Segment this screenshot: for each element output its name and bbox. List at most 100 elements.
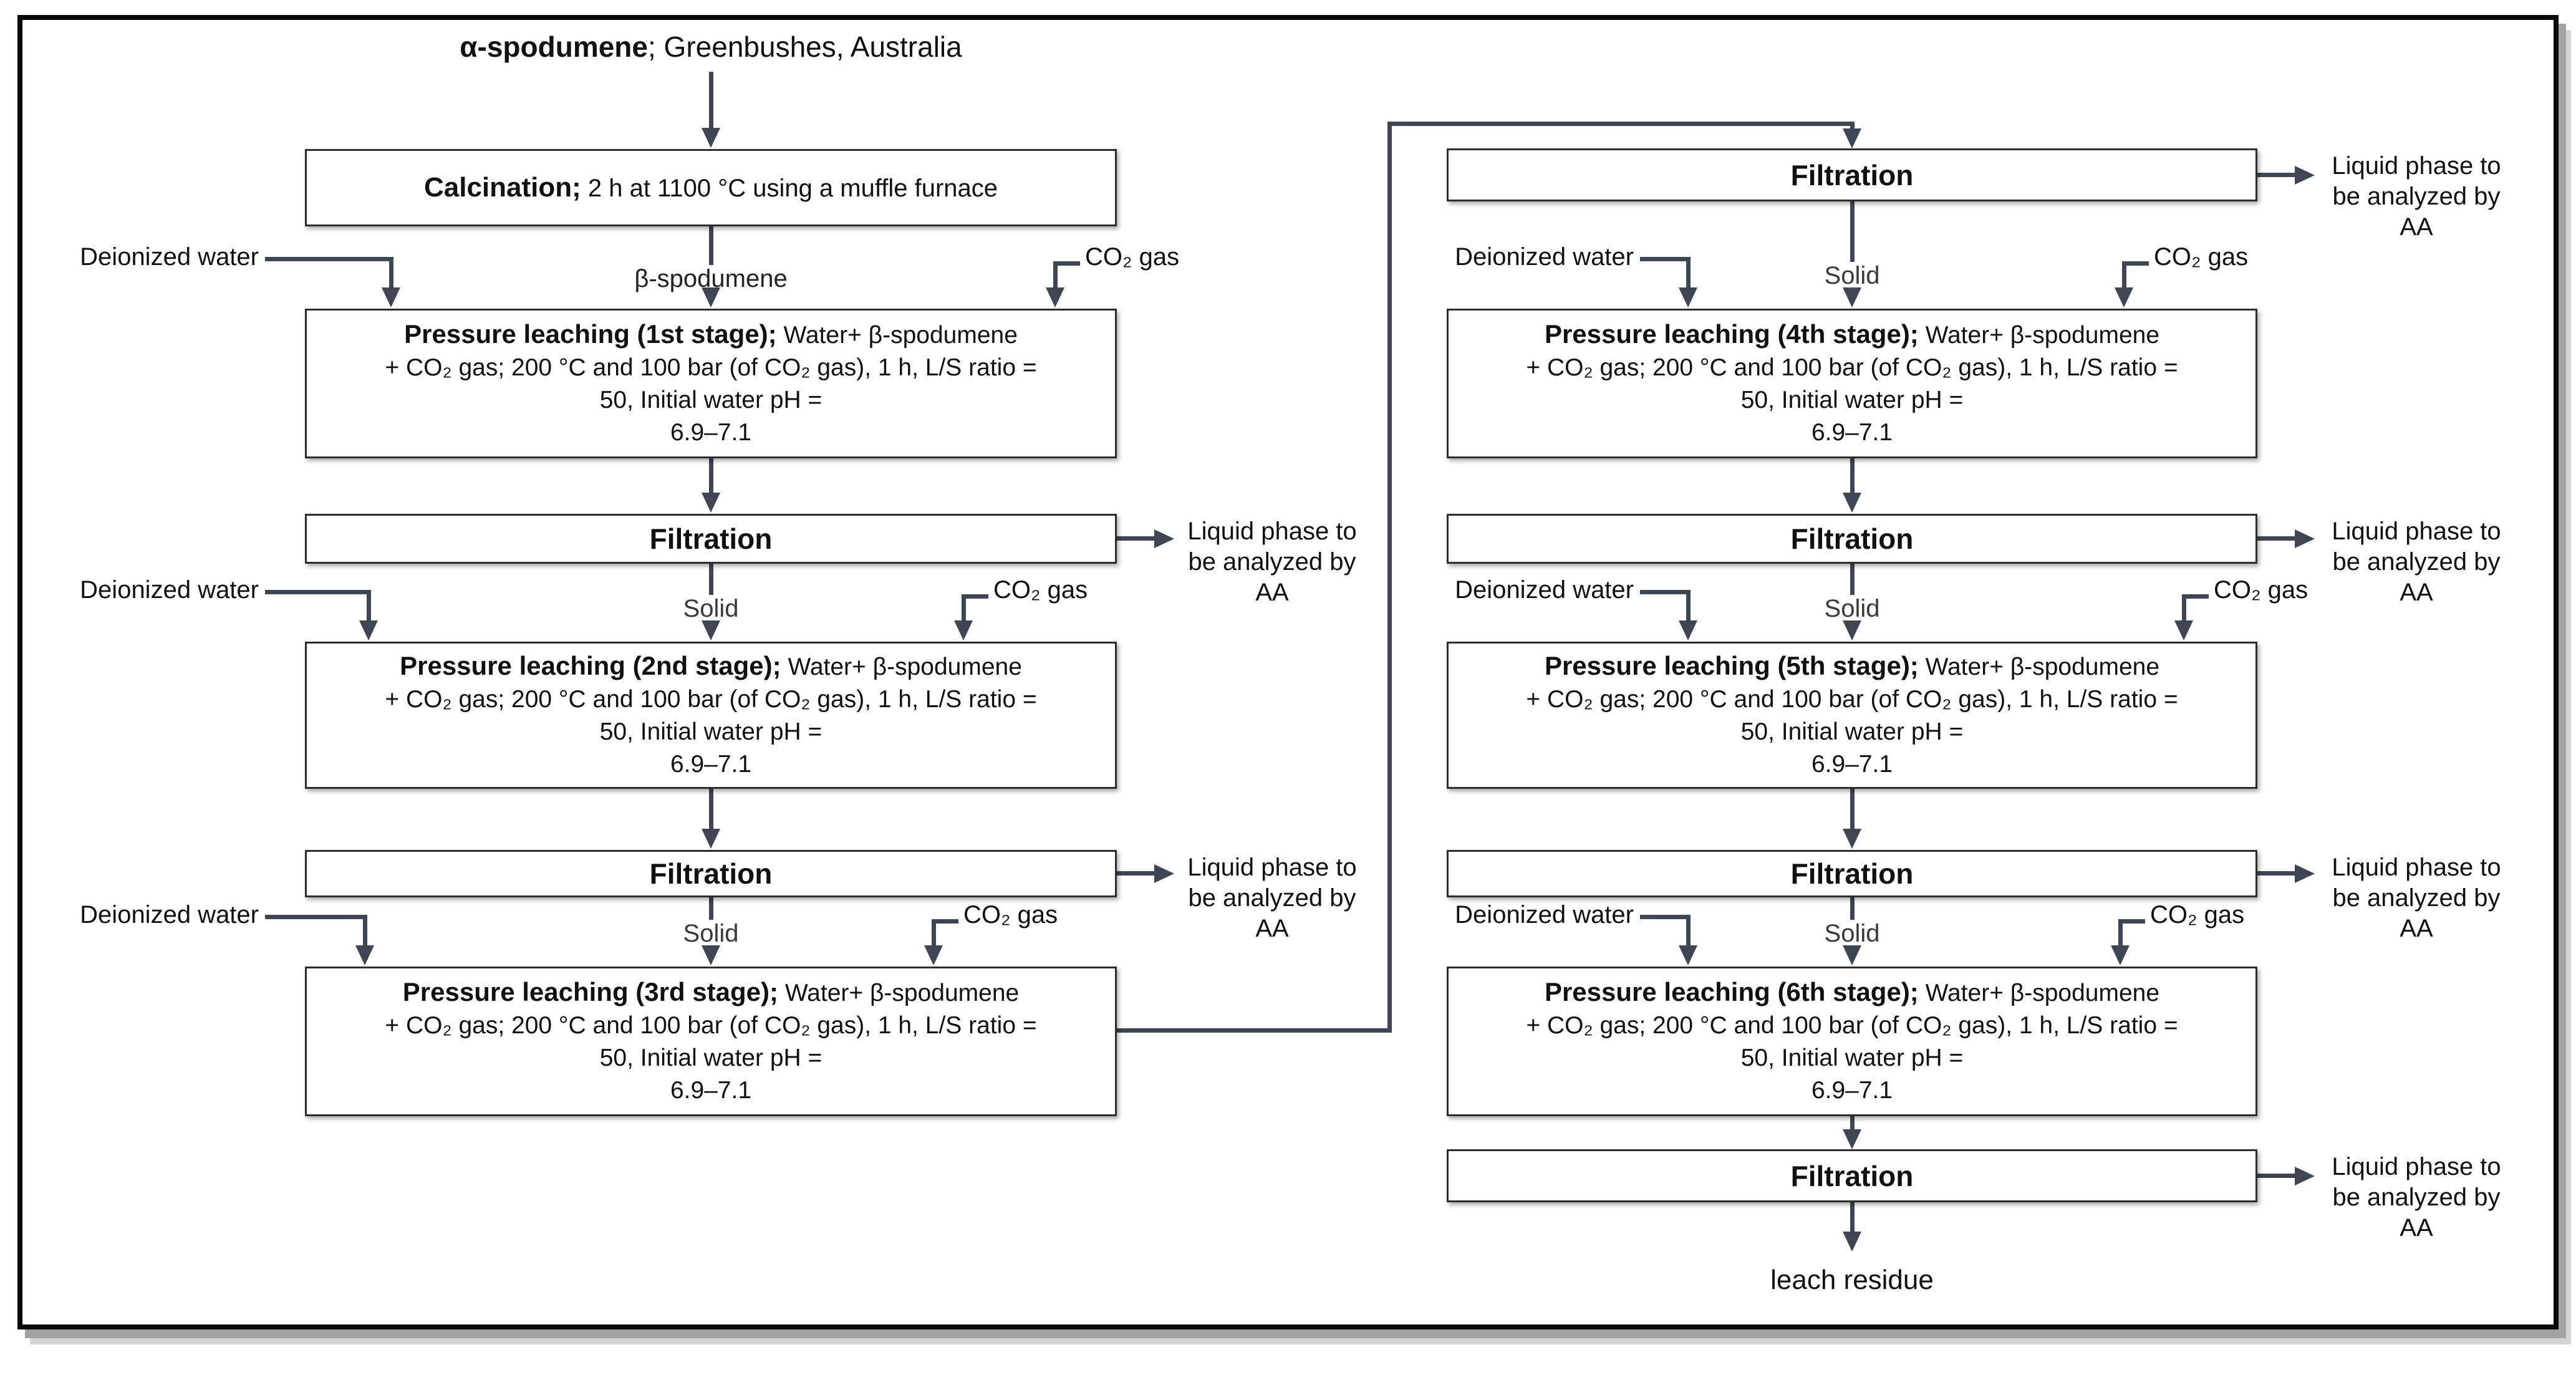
arrowhead-down: [1843, 287, 1861, 307]
arrowhead-down: [702, 620, 720, 640]
leach-residue-label: leach residue: [1770, 1265, 1934, 1295]
arrowhead-down: [1843, 128, 1861, 148]
stage2-title: Pressure leaching (2nd stage);: [400, 651, 781, 680]
connector-line: [1387, 122, 1854, 126]
connector-line: [2257, 1174, 2296, 1178]
co2-gas-label: CO₂ gas: [2214, 576, 2308, 604]
filtration-label: Filtration: [1790, 523, 1914, 555]
connector-line: [1850, 562, 1855, 622]
connector-line: [709, 457, 713, 494]
filtration-label: Filtration: [1790, 857, 1914, 890]
connector-line: [1640, 915, 1691, 919]
arrowhead-down: [1843, 1129, 1861, 1149]
filtration-label: Filtration: [649, 523, 773, 555]
arrowhead-down: [2111, 945, 2130, 965]
arrowhead-down: [1679, 945, 1697, 965]
connector-line: [963, 594, 988, 599]
stage1-title: Pressure leaching (1st stage);: [404, 319, 777, 349]
pressure-leaching-stage3-box: Pressure leaching (3rd stage); Water+ β-…: [305, 967, 1117, 1116]
stage4-text: Pressure leaching (4th stage); Water+ β-…: [1526, 319, 2178, 446]
arrowhead-down: [382, 287, 400, 307]
diagram-frame: [17, 15, 2559, 1329]
connector-line: [367, 590, 371, 620]
filtration-box: Filtration: [1447, 514, 2257, 564]
connector-line: [1640, 590, 1691, 594]
connector-line: [389, 257, 393, 287]
co2-gas-label: CO₂ gas: [963, 901, 1058, 929]
arrowhead-down: [2115, 287, 2133, 307]
arrowhead-down: [702, 945, 720, 965]
stage5-text: Pressure leaching (5th stage); Water+ β-…: [1526, 651, 2178, 778]
arrowhead-right: [2295, 1167, 2315, 1185]
connector-line: [2122, 261, 2126, 287]
arrowhead-down: [702, 829, 720, 849]
deionized-water-label: Deionized water: [1455, 576, 1634, 604]
arrowhead-down: [1843, 493, 1861, 513]
connector-line: [1850, 122, 1855, 131]
connector-line: [1055, 261, 1080, 266]
arrowhead-down: [1679, 620, 1697, 640]
stage3-text: Pressure leaching (3rd stage); Water+ β-…: [385, 977, 1037, 1104]
connector-line: [1850, 788, 1855, 830]
connector-line: [2120, 919, 2145, 924]
calcination-desc: 2 h at 1100 °C using a muffle furnace: [581, 175, 998, 202]
connector-line: [1117, 536, 1155, 541]
stage3-title: Pressure leaching (3rd stage);: [402, 977, 778, 1006]
connector-line: [2257, 536, 2296, 541]
arrowhead-right: [2295, 166, 2315, 185]
connector-line: [1117, 1028, 1392, 1033]
filtration-box: Filtration: [1447, 850, 2257, 897]
pressure-leaching-stage2-box: Pressure leaching (2nd stage); Water+ β-…: [305, 642, 1117, 789]
filtration-label: Filtration: [649, 857, 773, 890]
calcination-title: Calcination;: [423, 172, 581, 203]
co2-gas-label: CO₂ gas: [2154, 243, 2249, 271]
connector-line: [709, 72, 713, 129]
title-bold: α-spodumene: [460, 31, 648, 63]
connector-line: [1640, 257, 1691, 261]
connector-line: [2124, 261, 2149, 266]
arrowhead-down: [359, 620, 378, 640]
title-rest: ; Greenbushes, Australia: [648, 31, 962, 63]
stage6-text: Pressure leaching (6th stage); Water+ β-…: [1526, 977, 2178, 1104]
connector-line: [1053, 261, 1058, 287]
arrowhead-right: [2295, 864, 2315, 883]
filtration-label: Filtration: [1790, 1159, 1914, 1192]
co2-gas-label: CO₂ gas: [993, 576, 1088, 604]
connector-line: [265, 257, 393, 261]
connector-line: [2118, 919, 2123, 945]
connector-line: [709, 226, 713, 287]
filtration-box: Filtration: [305, 850, 1117, 897]
connector-line: [933, 919, 958, 924]
connector-line: [1117, 871, 1155, 876]
filtration-box: Filtration: [1447, 1149, 2257, 1202]
solid-label: Solid: [675, 595, 746, 623]
connector-line: [1387, 122, 1392, 1033]
pressure-leaching-stage1-box: Pressure leaching (1st stage); Water+ β-…: [305, 309, 1117, 458]
connector-line: [1686, 915, 1691, 947]
co2-gas-label: CO₂ gas: [2150, 901, 2245, 929]
arrowhead-down: [702, 128, 720, 148]
connector-line: [1850, 1115, 1855, 1131]
arrowhead-down: [1046, 287, 1064, 307]
solid-label: Solid: [1816, 920, 1888, 948]
stage5-title: Pressure leaching (5th stage);: [1544, 651, 1919, 680]
connector-line: [2184, 594, 2209, 599]
arrowhead-down: [1843, 1232, 1861, 1252]
arrowhead-down: [924, 945, 943, 965]
deionized-water-label: Deionized water: [1455, 901, 1634, 929]
connector-line: [962, 594, 966, 620]
stage6-title: Pressure leaching (6th stage);: [1544, 977, 1919, 1006]
pressure-leaching-stage6-box: Pressure leaching (6th stage); Water+ β-…: [1447, 967, 2257, 1116]
connector-line: [2182, 594, 2186, 620]
arrowhead-right: [2295, 529, 2315, 548]
arrowhead-right: [1154, 529, 1174, 548]
arrowhead-down: [1843, 945, 1861, 965]
connector-line: [265, 590, 370, 594]
connector-line: [1850, 200, 1855, 287]
